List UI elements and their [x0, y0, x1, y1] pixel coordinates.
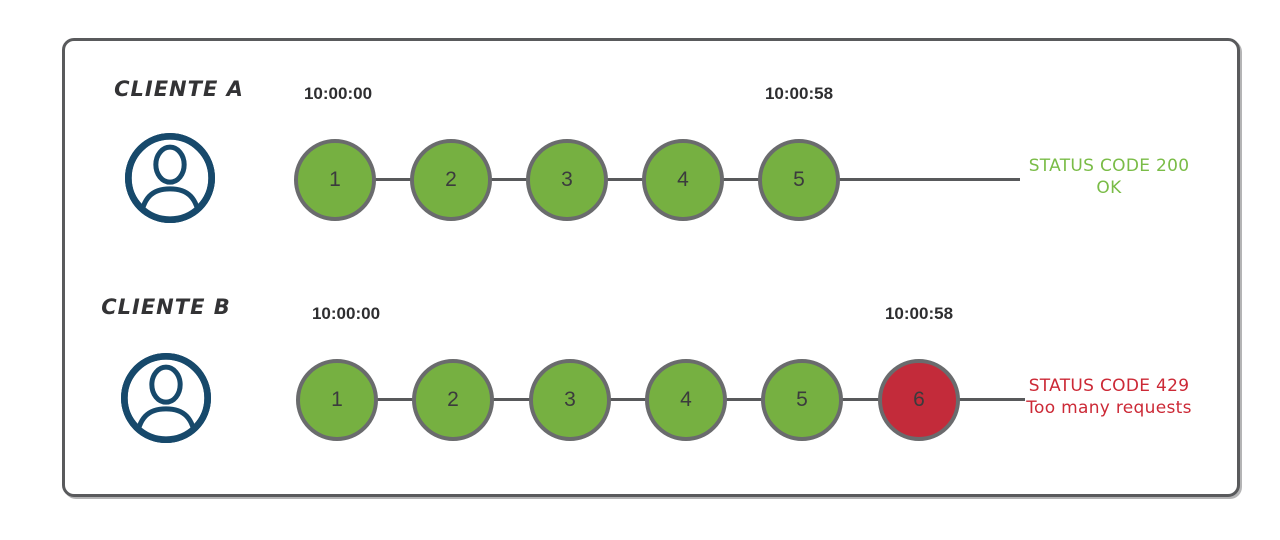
end-timestamp: 10:00:58 — [884, 304, 954, 323]
request-circle: 1 — [294, 139, 376, 221]
status-message-line: Too many requests — [1026, 398, 1192, 418]
user-avatar-icon — [120, 128, 220, 228]
request-circle: 3 — [526, 139, 608, 221]
request-circle: 2 — [412, 359, 494, 441]
client-a-label: CLIENTE A — [114, 77, 244, 101]
diagram-panel — [62, 38, 1240, 497]
request-circle-blocked: 6 — [878, 359, 960, 441]
request-circle: 5 — [758, 139, 840, 221]
request-circle: 3 — [529, 359, 611, 441]
status-text-a: STATUS CODE 200 OK — [1024, 155, 1194, 199]
start-timestamp: 10:00:00 — [303, 84, 373, 103]
end-timestamp: 10:00:58 — [764, 84, 834, 103]
status-message-line: OK — [1096, 178, 1122, 198]
request-circle: 4 — [645, 359, 727, 441]
request-circle: 2 — [410, 139, 492, 221]
start-timestamp: 10:00:00 — [311, 304, 381, 323]
request-circle: 1 — [296, 359, 378, 441]
client-b-label: CLIENTE B — [101, 295, 231, 319]
status-code-line: STATUS CODE 429 — [1028, 376, 1190, 396]
request-circle: 4 — [642, 139, 724, 221]
request-circle: 5 — [761, 359, 843, 441]
status-text-b: STATUS CODE 429 Too many requests — [1024, 375, 1194, 419]
status-code-line: STATUS CODE 200 — [1028, 156, 1190, 176]
user-avatar-icon — [116, 348, 216, 448]
